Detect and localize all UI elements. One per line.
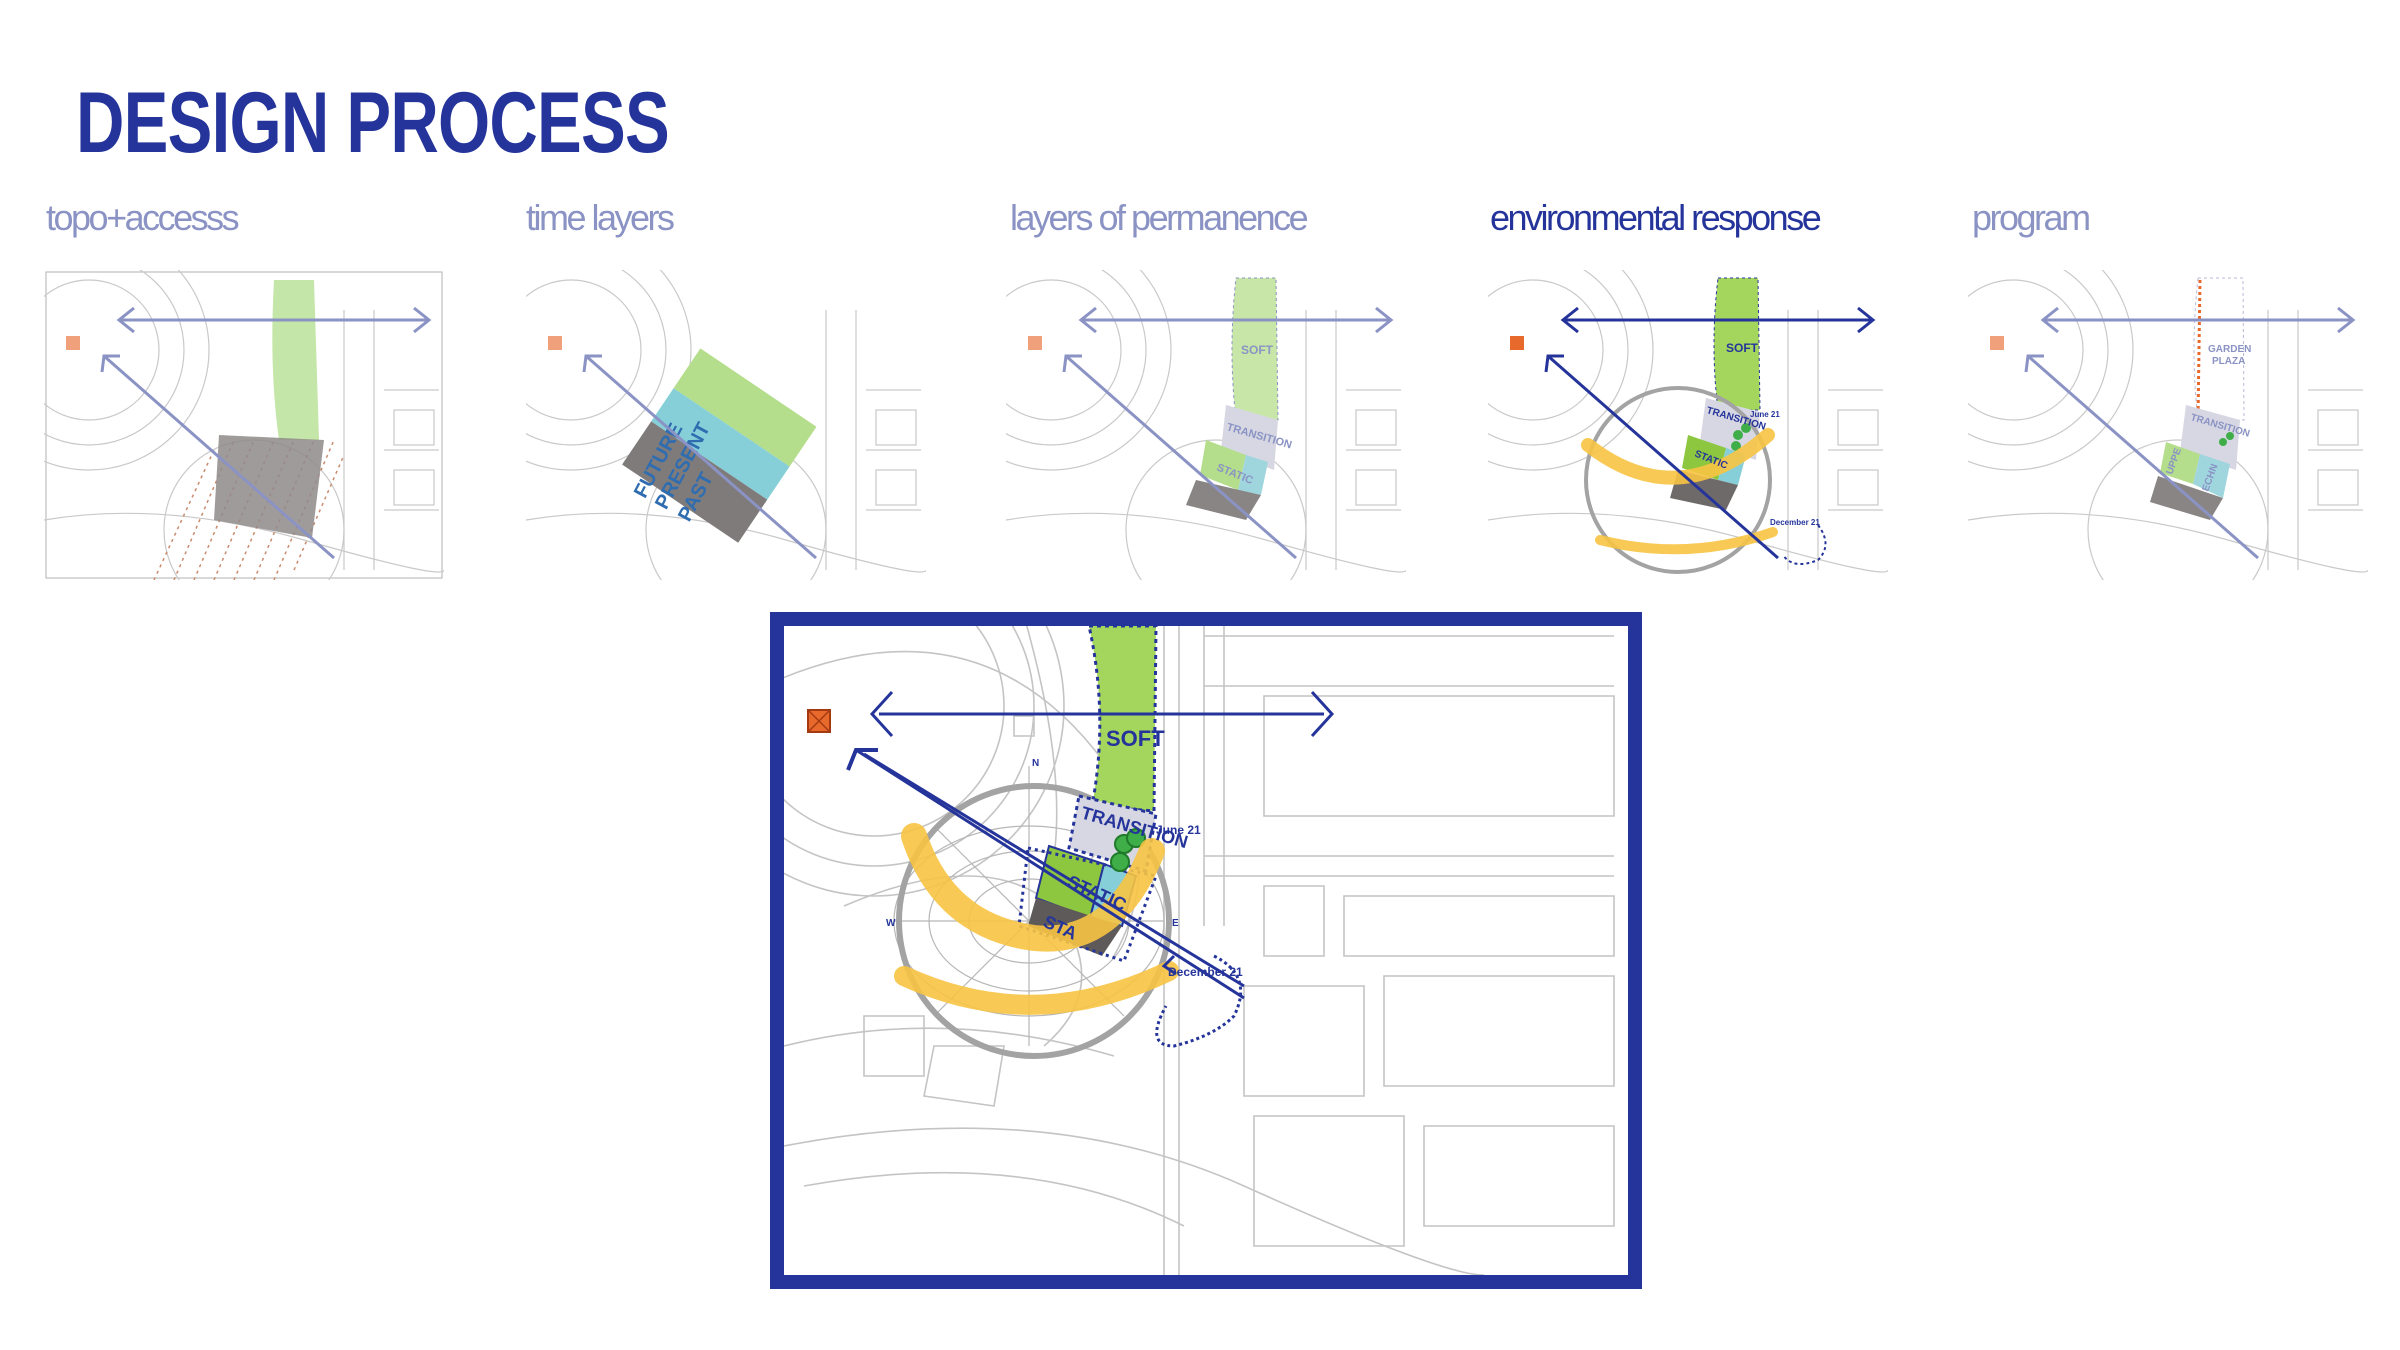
thumb-topo-access <box>44 270 444 580</box>
environmental-response-diagram: SOFT TRANSITION STATIC STA June 21 Decem… <box>770 612 1642 1289</box>
label-december: December 21 <box>1770 518 1820 527</box>
label-garden: GARDEN <box>2208 344 2251 355</box>
tree-markers <box>1110 828 1146 872</box>
step-label-time-layers: time layers <box>526 197 675 238</box>
step-label-program: program <box>1972 197 2091 238</box>
compass-e: E <box>1172 918 1179 929</box>
sun-path-circle <box>896 783 1172 1059</box>
winter-sun-arc <box>894 961 1179 1015</box>
thumb-environmental-response: SOFT TRANSITION STATIC June 21 December … <box>1488 270 1888 580</box>
access-arrows <box>846 690 1335 1048</box>
step-label-environmental-response: environmental response <box>1490 197 1822 238</box>
label-december-21: December 21 <box>1168 965 1243 979</box>
label-june-21: June 21 <box>1156 823 1201 837</box>
step-label-layers-of-permanence: layers of permanence <box>1010 197 1309 238</box>
thumb-time-layers: FUTURE PRESENT PAST <box>526 270 926 580</box>
summer-sun-arc <box>901 823 1165 952</box>
site-basemap <box>784 626 1615 1275</box>
compass-n: N <box>1032 758 1039 769</box>
compass-w: W <box>886 918 896 929</box>
thumb-program: GARDEN PLAZA TRANSITION UPPE ECHN <box>1968 270 2368 580</box>
label-plaza: PLAZA <box>2212 356 2245 367</box>
soft-zone <box>1087 626 1158 813</box>
step-label-topo-access: topo+accesss <box>46 197 240 238</box>
label-soft: SOFT <box>1241 343 1274 357</box>
label-soft: SOFT <box>1106 726 1165 751</box>
page-title: DESIGN PROCESS <box>76 75 670 171</box>
label-soft: SOFT <box>1726 341 1759 355</box>
label-june: June 21 <box>1750 410 1780 419</box>
thumb-layers-of-permanence: SOFT TRANSITION STATIC <box>1006 270 1406 580</box>
